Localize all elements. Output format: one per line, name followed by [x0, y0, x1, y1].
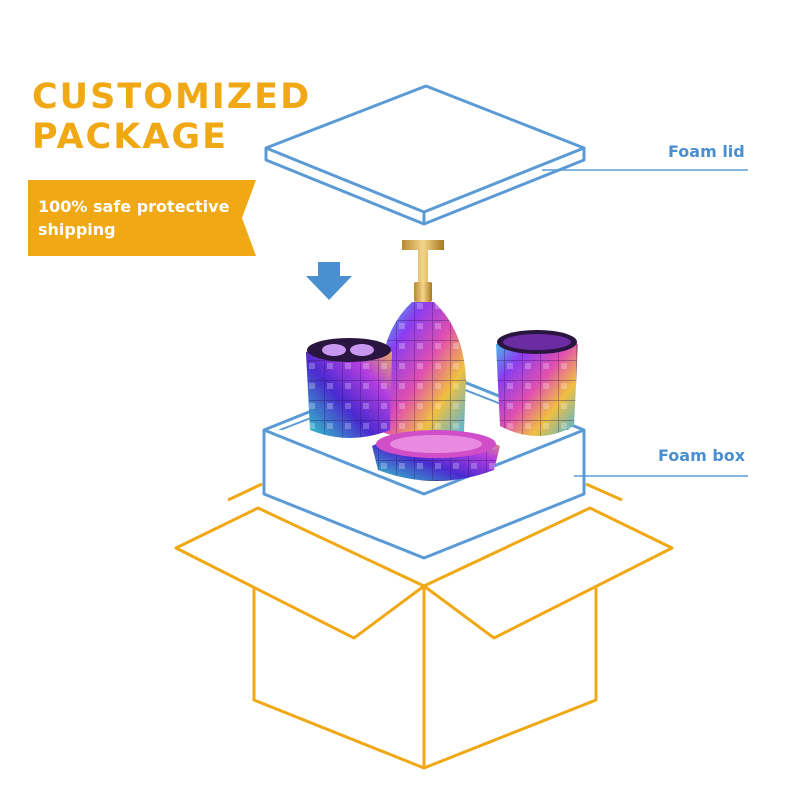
banner-text: 100% safe protective shipping [38, 197, 230, 239]
banner-ribbon [28, 180, 256, 256]
tumbler-cup [496, 330, 578, 436]
title-line-2: PACKAGE [32, 117, 229, 157]
soap-dish [372, 430, 500, 481]
cardboard-box [174, 482, 674, 770]
arrow-down-icon [306, 262, 352, 300]
foam-lid-label: Foam lid [668, 142, 745, 161]
foam-box-label: Foam box [658, 446, 746, 465]
title-line-1: CUSTOMIZED [32, 77, 312, 117]
soap-dispenser [380, 240, 466, 440]
foam-lid [264, 84, 586, 226]
toothbrush-holder [306, 338, 392, 438]
